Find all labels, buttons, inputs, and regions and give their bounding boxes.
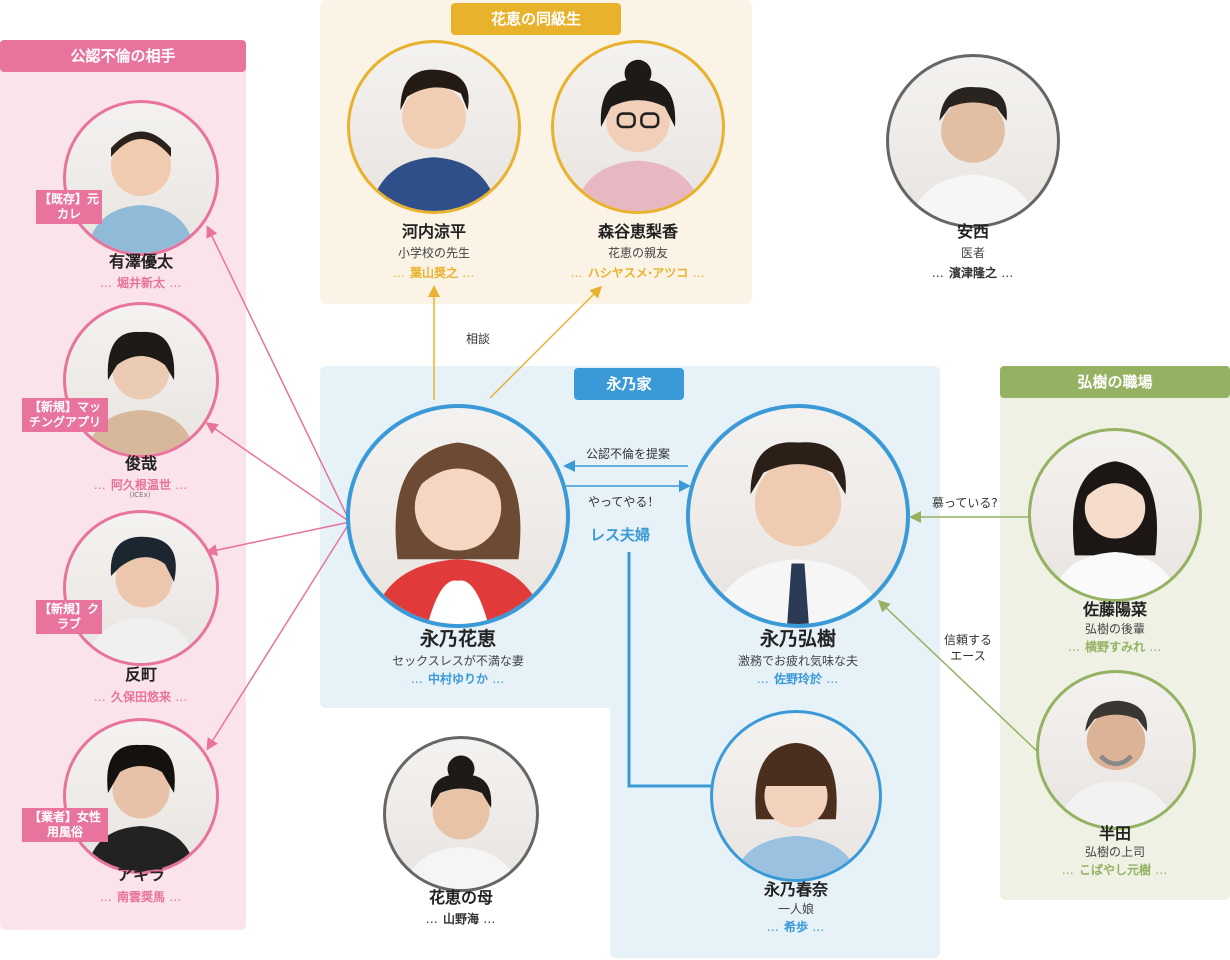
haruna-role: 一人娘 bbox=[777, 902, 814, 916]
kawauchi-name: 河内涼平 bbox=[401, 222, 466, 241]
moriya-portrait bbox=[551, 40, 725, 214]
handa-role: 弘樹の上司 bbox=[1084, 845, 1145, 859]
hanae-actor: … 中村ゆりか … bbox=[410, 672, 506, 686]
person-icon bbox=[909, 86, 1037, 225]
sato-portrait bbox=[1028, 428, 1202, 602]
haruna-name: 永乃春奈 bbox=[763, 880, 828, 899]
arisawa-actor: … 堀井新太 … bbox=[99, 276, 183, 290]
hiroki-portrait bbox=[686, 404, 910, 628]
moriya-name: 森谷恵梨香 bbox=[597, 222, 678, 241]
sorimachi-portrait bbox=[63, 510, 219, 666]
person-icon bbox=[711, 442, 885, 624]
sorimachi-actor: … 久保田悠来 … bbox=[93, 690, 189, 704]
relation-admire: 慕っている? bbox=[932, 496, 998, 510]
person-icon bbox=[404, 755, 518, 889]
person-icon bbox=[87, 131, 195, 253]
moriya-actor: … ハシヤスメ·アツコ … bbox=[570, 266, 706, 280]
mother-actor: … 山野海 … bbox=[425, 912, 497, 926]
handa-portrait bbox=[1036, 670, 1196, 830]
sato-role: 弘樹の後輩 bbox=[1084, 622, 1145, 636]
handa-name: 半田 bbox=[1098, 824, 1131, 843]
shunya-actor: … 阿久根温世 … bbox=[93, 478, 189, 492]
person-icon bbox=[732, 742, 860, 879]
relation-sexless: レス夫婦 bbox=[590, 526, 651, 544]
sorimachi-name: 反町 bbox=[124, 665, 157, 684]
haruna-actor: … 希歩 … bbox=[766, 920, 826, 934]
hiroki-actor: … 佐野玲於 … bbox=[756, 672, 840, 686]
workplace-panel-title: 弘樹の職場 bbox=[1000, 366, 1230, 398]
hanae-role: セックスレスが不満な妻 bbox=[392, 654, 524, 668]
arisawa-name: 有澤優太 bbox=[108, 252, 173, 271]
moriya-role: 花恵の親友 bbox=[607, 246, 668, 260]
person-icon bbox=[1051, 461, 1179, 599]
relation-accept: やってやる！ bbox=[588, 495, 660, 509]
hiroki-name: 永乃弘樹 bbox=[759, 628, 836, 650]
shunya-tag: 【新規】マッチングアプリ bbox=[22, 398, 108, 432]
kawauchi-portrait bbox=[347, 40, 521, 214]
anzai-actor: … 濱津隆之 … bbox=[931, 266, 1015, 280]
sato-actor: … 横野すみれ … bbox=[1067, 640, 1163, 654]
shunya-actor-sub: (ICEx) bbox=[129, 491, 151, 499]
person-icon bbox=[370, 69, 498, 211]
hanae-portrait bbox=[346, 404, 570, 628]
person-icon bbox=[87, 331, 195, 455]
affair-panel-title: 公認不倫の相手 bbox=[0, 40, 246, 72]
sorimachi-tag: 【新規】クラブ bbox=[36, 600, 102, 634]
akira-name: アキラ bbox=[116, 865, 165, 884]
person-icon bbox=[574, 59, 702, 211]
akira-portrait bbox=[63, 718, 219, 874]
shunya-portrait bbox=[63, 302, 219, 458]
kawauchi-actor: … 葉山奨之 … bbox=[392, 266, 476, 280]
relation-propose: 公認不倫を提案 bbox=[586, 447, 671, 461]
arisawa-portrait bbox=[63, 100, 219, 256]
person-icon bbox=[87, 744, 195, 871]
anzai-name: 安西 bbox=[956, 222, 989, 241]
haruna-portrait bbox=[710, 710, 882, 882]
relation-trust: 信頼する エース bbox=[943, 633, 992, 663]
mother-portrait bbox=[383, 736, 539, 892]
relation-consult: 相談 bbox=[466, 332, 491, 346]
hanae-name: 永乃花恵 bbox=[419, 628, 496, 650]
mother-name: 花恵の母 bbox=[428, 888, 493, 907]
person-icon bbox=[1057, 700, 1175, 827]
person-icon bbox=[87, 536, 195, 663]
classmates-panel-title: 花恵の同級生 bbox=[451, 3, 621, 35]
anzai-role: 医者 bbox=[960, 246, 985, 260]
handa-actor: … こばやし元樹 … bbox=[1061, 863, 1169, 877]
arisawa-tag: 【既存】元カレ bbox=[36, 190, 102, 224]
akira-actor: … 南雲奨馬 … bbox=[99, 890, 183, 904]
person-icon bbox=[371, 442, 545, 624]
family-panel-title: 永乃家 bbox=[574, 368, 684, 400]
hiroki-role: 激務でお疲れ気味な夫 bbox=[737, 654, 858, 668]
akira-tag: 【業者】女性用風俗 bbox=[22, 808, 108, 842]
kawauchi-role: 小学校の先生 bbox=[397, 246, 470, 260]
anzai-portrait bbox=[886, 54, 1060, 228]
shunya-name: 俊哉 bbox=[124, 454, 157, 473]
sato-name: 佐藤陽菜 bbox=[1082, 600, 1147, 619]
